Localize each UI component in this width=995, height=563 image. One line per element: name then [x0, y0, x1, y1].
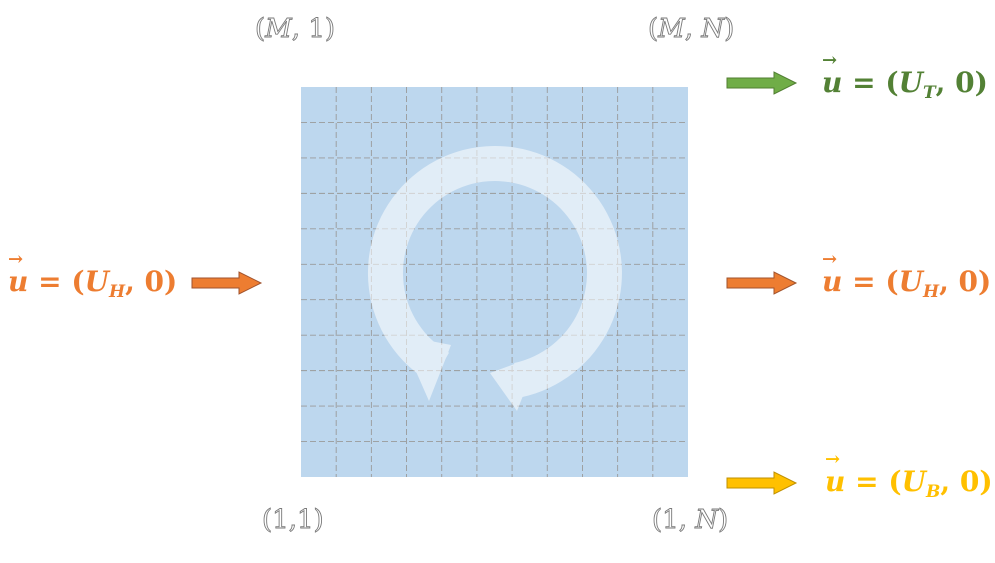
middle-velocity-formula: u = (UH, 0)	[822, 251, 991, 301]
top-wall-velocity-formula: u = (UT, 0)	[822, 52, 988, 102]
corner-col-index: 1	[296, 505, 314, 536]
corner-row-index: 1	[272, 505, 289, 536]
grid-domain	[301, 87, 688, 477]
bottom-wall-arrow	[726, 471, 798, 495]
arrow-shape	[726, 271, 798, 295]
corner-row-index: M	[265, 14, 293, 45]
bottom-wall-velocity-formula: u = (UB, 0)	[825, 451, 993, 501]
grid-background	[301, 87, 688, 477]
corner-col-index: N	[695, 505, 719, 536]
corner-col-index: 1	[308, 14, 325, 45]
corner-row-index: M	[658, 14, 686, 45]
rotation-icon	[367, 145, 622, 411]
corner-label-bottom-right: (1, N)	[652, 505, 729, 536]
corner-label-top-right: (M, N)	[648, 14, 735, 45]
arrow-shape	[191, 271, 263, 295]
inlet-flow-arrow	[191, 271, 263, 295]
corner-col-index: N	[701, 14, 725, 45]
arrow-shape	[726, 471, 798, 495]
corner-label-top-left: (M, 1)	[255, 14, 336, 45]
corner-label-bottom-left: (1,1)	[262, 505, 325, 536]
corner-row-index: 1	[662, 505, 679, 536]
arrow-shape	[726, 71, 798, 95]
inlet-velocity-formula: u = (UH, 0)	[8, 251, 177, 301]
middle-flow-arrow	[726, 271, 798, 295]
top-wall-arrow	[726, 71, 798, 95]
